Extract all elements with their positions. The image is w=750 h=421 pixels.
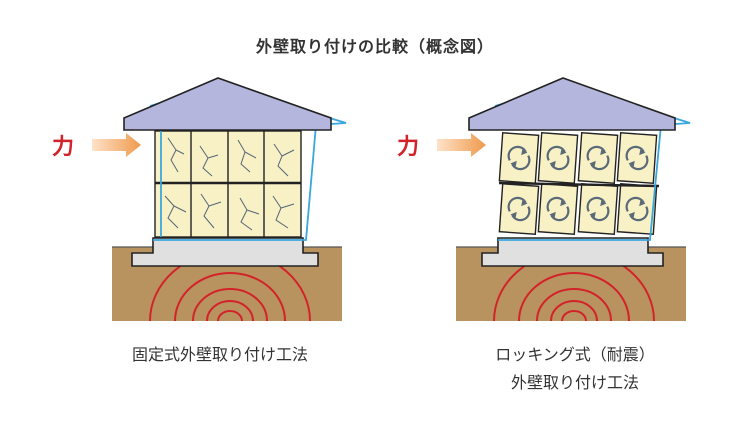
force-label-right: 力 [397, 135, 419, 160]
caption-rocking-method: ロッキング式（耐震） 外壁取り付け工法 [440, 341, 710, 397]
caption-fixed-line-1: 固定式外壁取り付け工法 [131, 345, 308, 364]
caption-rocking-line-1: ロッキング式（耐震） [495, 345, 655, 364]
floor-beam [498, 181, 660, 188]
rocking-panel [616, 183, 658, 235]
rocking-method-illustration: 力 [397, 77, 691, 322]
rocking-panel [537, 132, 579, 184]
diagram-title: 外壁取り付けの比較（概念図） [255, 37, 494, 56]
fixed-method-illustration: 力 [52, 77, 347, 322]
wall-panels-right [498, 132, 660, 235]
rocking-panel [498, 183, 540, 235]
rotation-icon [546, 145, 570, 171]
caption-rocking-line-2: 外壁取り付け工法 [510, 373, 639, 392]
wall-panels-left [154, 130, 302, 238]
roof-right [468, 77, 676, 131]
force-arrow-right [437, 133, 486, 157]
rotation-icon [625, 145, 649, 171]
rotation-icon [507, 145, 531, 171]
rotation-icon [546, 196, 570, 222]
foundation-left [131, 237, 319, 267]
foundation-right [481, 237, 664, 267]
rotation-icon [586, 196, 610, 222]
rotation-icon [586, 145, 610, 171]
caption-fixed-method: 固定式外壁取り付け工法 [85, 341, 355, 369]
rotation-icon [507, 196, 531, 222]
rocking-panel [577, 183, 619, 235]
force-label-left: 力 [52, 135, 74, 160]
force-arrow-left [92, 133, 141, 157]
rotation-icon [625, 196, 649, 222]
rocking-panel [616, 132, 658, 184]
rocking-panel [498, 132, 540, 184]
crack-lines-left [164, 137, 295, 231]
roof-left [123, 77, 332, 131]
rocking-panel [537, 183, 579, 235]
rocking-panel [577, 132, 619, 184]
